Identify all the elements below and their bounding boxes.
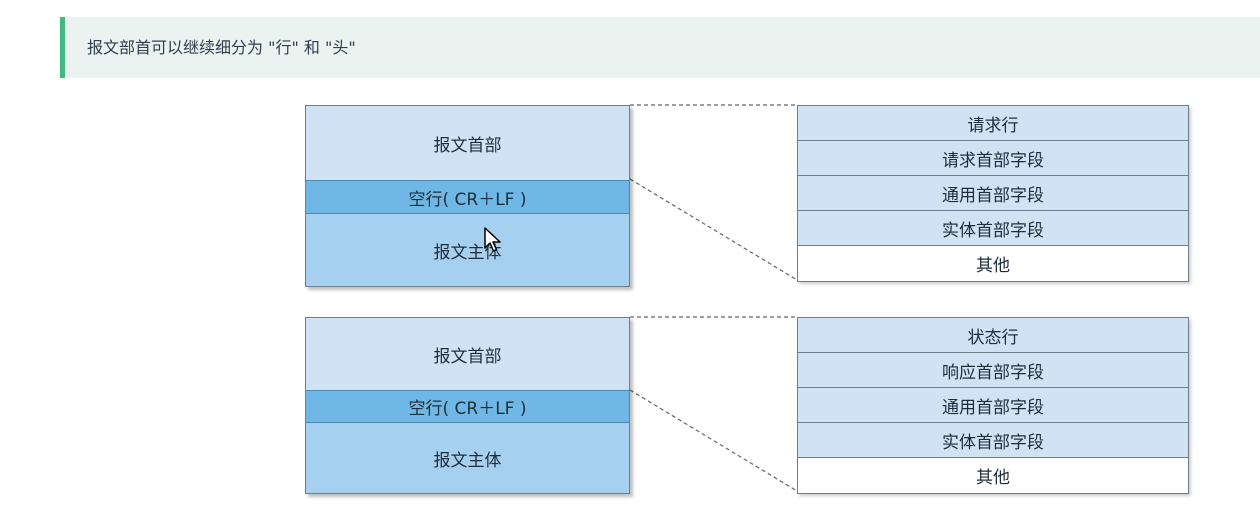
request-field-row: 通用首部字段 — [798, 176, 1188, 211]
response-message-header: 报文首部 — [306, 318, 629, 390]
response-header-fields: 状态行 响应首部字段 通用首部字段 实体首部字段 其他 — [797, 317, 1189, 494]
request-field-row: 请求首部字段 — [798, 141, 1188, 176]
response-field-row: 响应首部字段 — [798, 353, 1188, 388]
request-field-row: 其他 — [798, 246, 1188, 281]
request-header-fields: 请求行 请求首部字段 通用首部字段 实体首部字段 其他 — [797, 105, 1189, 282]
request-message-box: 报文首部 空行( CR＋LF ) 报文主体 — [305, 105, 630, 287]
response-field-row: 实体首部字段 — [798, 423, 1188, 458]
response-blank-line: 空行( CR＋LF ) — [306, 390, 629, 423]
response-message-box: 报文首部 空行( CR＋LF ) 报文主体 — [305, 317, 630, 494]
response-field-row: 其他 — [798, 458, 1188, 493]
request-blank-line: 空行( CR＋LF ) — [306, 180, 629, 214]
response-field-row: 状态行 — [798, 318, 1188, 353]
mouse-pointer-icon — [484, 227, 501, 252]
tip-note-text: 报文部首可以继续细分为 "行" 和 "头" — [87, 38, 356, 57]
request-message-header: 报文首部 — [306, 106, 629, 180]
response-connector-bottom — [629, 389, 798, 492]
request-message-body: 报文主体 — [306, 214, 629, 286]
response-message-body: 报文主体 — [306, 423, 629, 493]
tip-note: 报文部首可以继续细分为 "行" 和 "头" — [60, 17, 1260, 78]
response-field-row: 通用首部字段 — [798, 388, 1188, 423]
request-field-row: 请求行 — [798, 106, 1188, 141]
request-field-row: 实体首部字段 — [798, 211, 1188, 246]
request-connector-bottom — [629, 178, 798, 281]
